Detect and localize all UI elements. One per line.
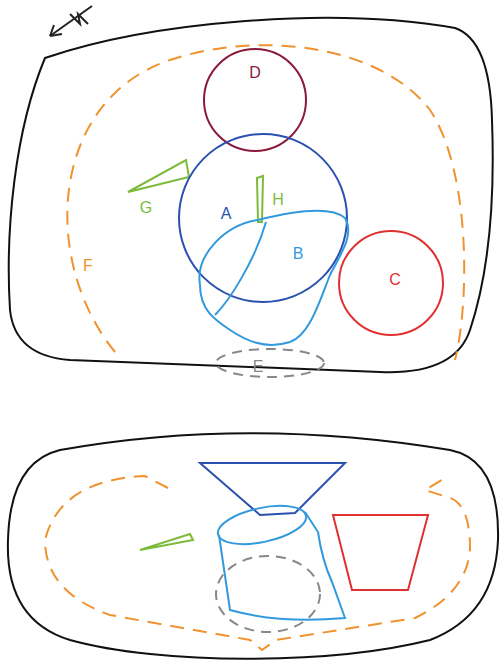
green-sliver xyxy=(257,176,263,222)
region-label: A xyxy=(221,206,232,222)
cylinder-top xyxy=(214,499,309,551)
dashed-ellipse xyxy=(216,556,320,632)
shape-outline xyxy=(202,47,308,153)
blob-region: B xyxy=(194,203,358,353)
outline xyxy=(204,49,306,151)
region-label: G xyxy=(140,200,152,216)
outline xyxy=(199,211,348,345)
body-outline xyxy=(9,18,493,372)
north-arrow xyxy=(50,6,92,36)
outline xyxy=(339,231,443,335)
shape-outline xyxy=(194,203,358,353)
region-label: B xyxy=(293,246,304,262)
region-label: E xyxy=(253,359,264,375)
region-label: D xyxy=(249,65,261,81)
dashed-region xyxy=(45,476,470,650)
region-label: H xyxy=(272,192,284,208)
green-sliver xyxy=(140,534,193,550)
circle-region: C xyxy=(337,229,445,337)
circle-region: D xyxy=(202,47,308,153)
dashed-ellipse: E xyxy=(214,347,326,379)
dashed-region xyxy=(67,45,464,360)
outline xyxy=(216,349,324,377)
trapezoid xyxy=(333,515,428,590)
region-label: F xyxy=(83,258,93,274)
shape-outline xyxy=(214,347,326,379)
cylinder-body xyxy=(219,512,345,620)
green-sliver xyxy=(128,160,189,192)
region-label: C xyxy=(389,272,401,288)
body-outline xyxy=(8,433,498,659)
